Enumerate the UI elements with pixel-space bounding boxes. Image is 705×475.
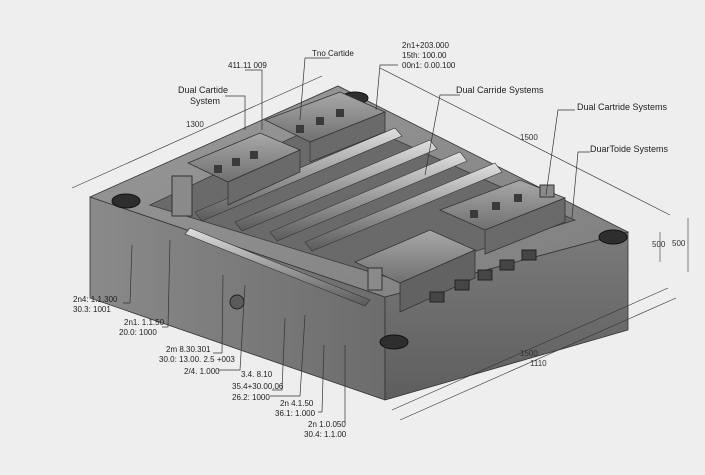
dim-label: 1500: [520, 133, 538, 142]
dimension-labels: 1300 1500 500 500 1500 1110: [186, 120, 686, 368]
housing-left-front: [227, 149, 301, 206]
note-line: 26.2: 1000: [232, 393, 270, 402]
detail-block: [367, 267, 383, 291]
corner-hole-front: [379, 334, 409, 350]
note-line: 30.4: 1.1.00: [304, 430, 347, 439]
note-line: 2n 1.0.050: [308, 420, 346, 429]
detail-block: [539, 184, 555, 198]
detail-block: [232, 158, 240, 166]
guide-rods: [184, 127, 503, 307]
dim-label: 1300: [186, 120, 204, 129]
housing-top-front: [309, 111, 386, 163]
note-line: 36.1: 1.000: [275, 409, 316, 418]
detail-block: [250, 151, 258, 159]
detail-block: [514, 194, 522, 202]
rod-5: [184, 227, 371, 307]
clamp-block: [171, 175, 193, 217]
detail-block: [454, 279, 470, 291]
corner-hole-right: [598, 229, 628, 245]
callout-label: Dual Cartide: [178, 85, 228, 95]
rod-4: [304, 162, 503, 252]
side-hole: [229, 294, 245, 310]
housing-front-face: [399, 249, 476, 313]
dim-label: 500: [652, 240, 666, 249]
dim-label: 1110: [530, 359, 547, 368]
callout-value: 411.11 009: [228, 61, 267, 70]
note-line: 2/4. 1.000: [184, 367, 220, 376]
rod-1: [194, 127, 403, 222]
note-line: 3.4. 8.10: [241, 370, 273, 379]
callout-title: Tno Cartide: [312, 49, 354, 58]
note-line: 30.0: 13.00. 2.5 +003: [159, 355, 235, 364]
corner-hole-left: [111, 193, 141, 209]
left-notes: 2n4: 1.1.300 30.3: 1001 2n1. 1.1.50 20.0…: [73, 295, 347, 439]
detail-block: [499, 259, 515, 271]
dim-label: 500: [672, 239, 686, 248]
rod-2: [234, 139, 438, 232]
note-line: 35.4+30.00.06: [232, 382, 284, 391]
callout-stack: 2n1+203.000: [402, 41, 449, 50]
rod-3: [269, 151, 468, 242]
note-line: 30.3: 1001: [73, 305, 111, 314]
note-line: 2n1. 1.1.50: [124, 318, 165, 327]
detail-block: [429, 291, 445, 303]
note-line: 2n4: 1.1.300: [73, 295, 118, 304]
detail-blocks: [171, 109, 555, 303]
callout-stack: 15th: 100.00: [402, 51, 447, 60]
detail-block: [492, 202, 500, 210]
dimension-lines: [71, 67, 689, 421]
dim-label: 1500: [520, 349, 538, 358]
detail-block: [316, 117, 324, 125]
callout-stack: 00n1: 0.00.100: [402, 61, 456, 70]
detail-block: [336, 109, 344, 117]
detail-block: [296, 125, 304, 133]
leader-lines: [123, 57, 590, 423]
detail-block: [470, 210, 478, 218]
detail-block: [214, 165, 222, 173]
note-line: 2m 8.30.301: [166, 345, 211, 354]
callout-label: System: [190, 96, 220, 106]
housing-right-front: [484, 197, 566, 255]
callout-label: Dual Cartride Systems: [577, 102, 668, 112]
top-callouts: Tno Cartide 411.11 009 Dual Cartide Syst…: [178, 41, 669, 154]
detail-block: [521, 249, 537, 261]
detail-block: [477, 269, 493, 281]
note-line: 20.0: 1000: [119, 328, 157, 337]
callout-label: Dual Carride Systems: [456, 85, 544, 95]
note-line: 2n 4.1.50: [280, 399, 314, 408]
callout-label: DuarToide Systems: [590, 144, 669, 154]
